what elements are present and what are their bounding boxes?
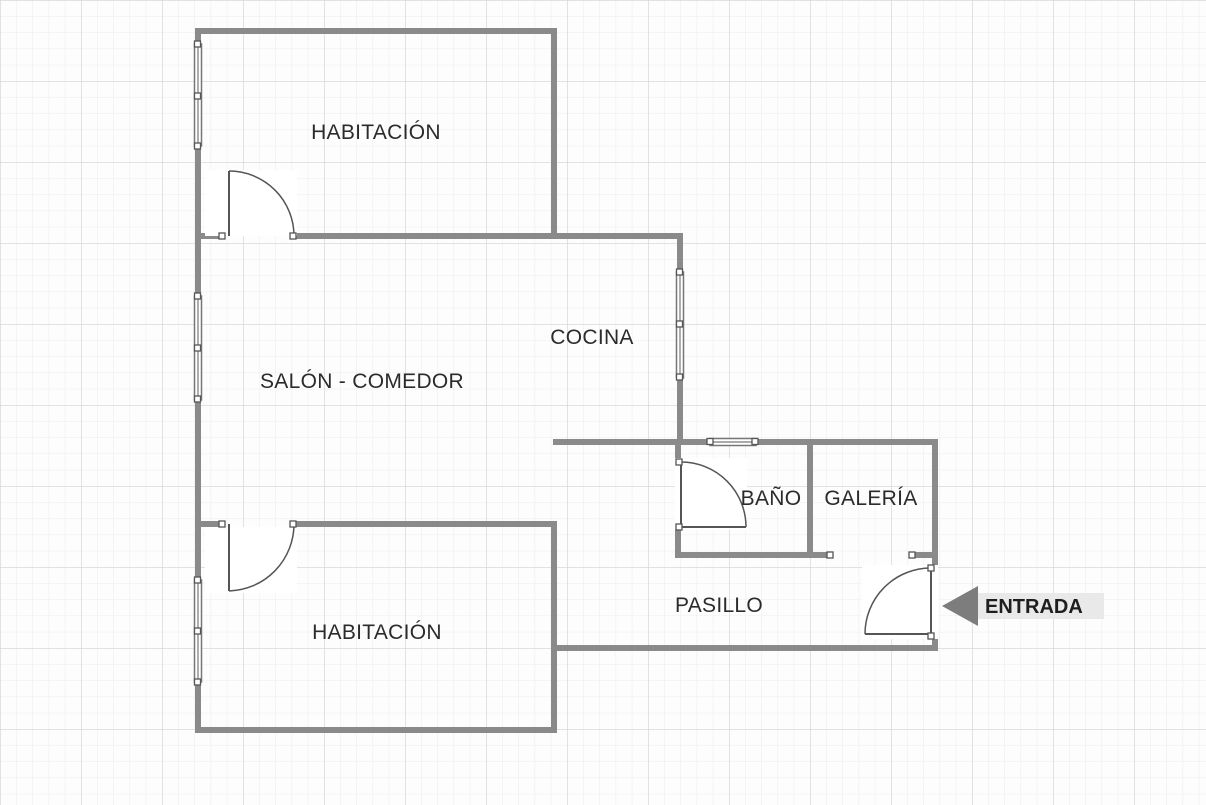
room-label-salon-comedor: SALÓN - COMEDOR xyxy=(260,370,464,393)
room-label-galeria: GALERÍA xyxy=(824,487,917,510)
door-top-bedroom xyxy=(205,170,297,240)
window-bottom-bedroom xyxy=(193,576,203,686)
doors xyxy=(205,170,938,640)
room-label-habitacion-bottom: HABITACIÓN xyxy=(312,621,442,644)
galeria-opening xyxy=(826,551,916,559)
room-label-cocina: COCINA xyxy=(550,326,633,349)
room-label-bano: BAÑO xyxy=(741,486,802,510)
wall-top-bedroom xyxy=(195,28,557,239)
door-bath xyxy=(675,458,747,531)
windows xyxy=(193,40,759,686)
door-entrance xyxy=(862,564,938,640)
room-label-habitacion-top: HABITACIÓN xyxy=(311,121,441,144)
entrance-label: ENTRADA xyxy=(985,596,1083,618)
entrance-marker: ENTRADA xyxy=(942,586,1104,626)
window-salon xyxy=(193,292,203,403)
room-labels: HABITACIÓN SALÓN - COMEDOR COCINA BAÑO G… xyxy=(260,121,917,644)
room-label-pasillo: PASILLO xyxy=(675,594,763,617)
window-kitchen xyxy=(675,268,685,381)
door-bottom-bedroom xyxy=(205,520,297,593)
entrance-label-bg xyxy=(978,593,1104,619)
window-top-bedroom xyxy=(193,40,203,150)
wall-bottom-bedroom-top-2 xyxy=(195,521,557,733)
arrow-left-icon xyxy=(942,586,978,626)
window-bath xyxy=(706,437,759,447)
